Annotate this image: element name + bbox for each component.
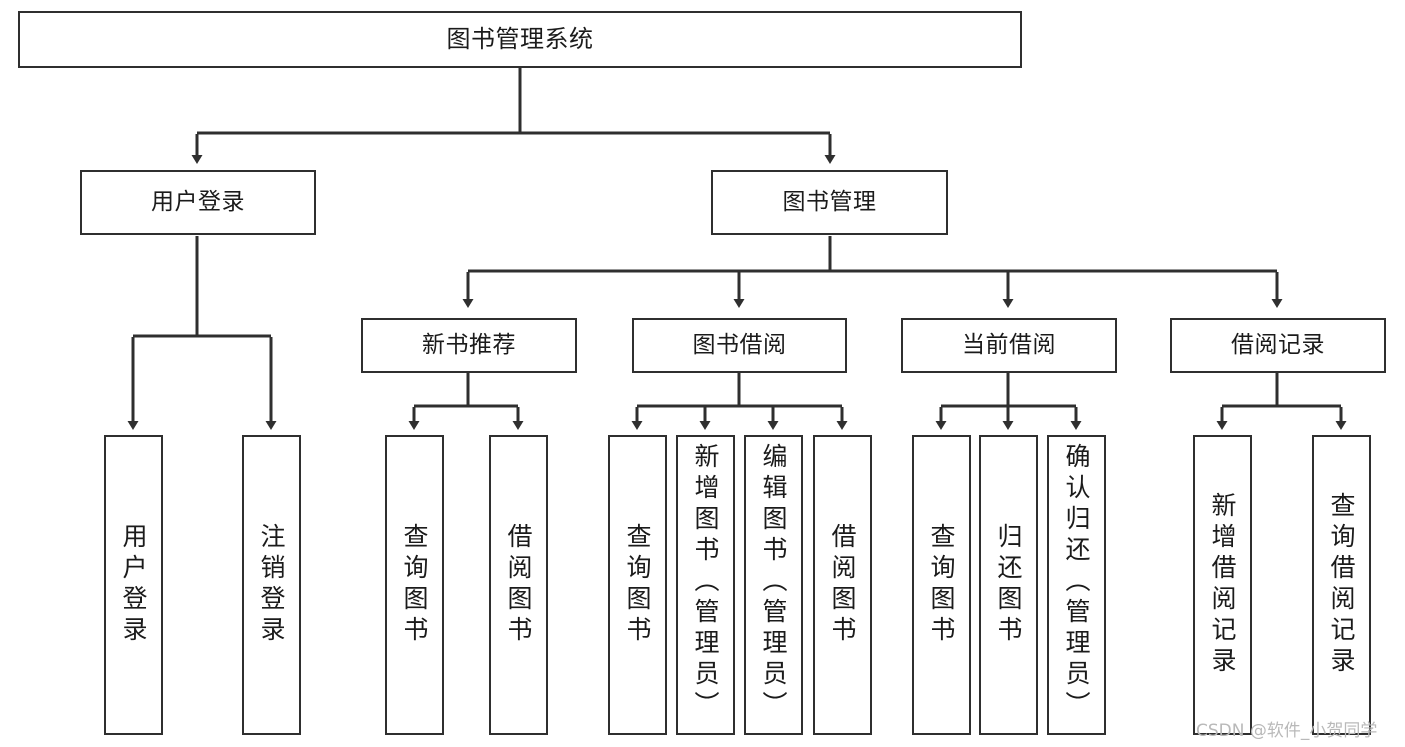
node-current-borrowing[interactable]: 当前借阅	[901, 318, 1117, 373]
node-label: 注销登录	[257, 523, 286, 647]
leaf-add-borrowing-record[interactable]: 新增借阅记录	[1193, 435, 1252, 735]
leaf-return-book[interactable]: 归还图书	[979, 435, 1038, 735]
node-label: 查询借阅记录	[1327, 492, 1356, 678]
leaf-edit-book-admin[interactable]: 编辑图书（管理员）	[744, 435, 803, 735]
node-root-book-management-system[interactable]: 图书管理系统	[18, 11, 1022, 68]
node-user-login[interactable]: 用户登录	[80, 170, 316, 235]
node-label: 新增借阅记录	[1208, 492, 1237, 678]
node-label: 图书管理	[782, 188, 877, 215]
leaf-logout-login[interactable]: 注销登录	[242, 435, 301, 735]
node-label: 查询图书	[623, 523, 652, 647]
node-label: 图书借阅	[692, 331, 787, 358]
node-label: 用户登录	[151, 188, 245, 215]
node-label: 当前借阅	[962, 331, 1056, 358]
leaf-borrow-book-borrowing[interactable]: 借阅图书	[813, 435, 872, 735]
node-label: 借阅记录	[1231, 331, 1325, 358]
leaf-query-borrowing-record[interactable]: 查询借阅记录	[1312, 435, 1371, 735]
leaf-query-book-new-book[interactable]: 查询图书	[385, 435, 444, 735]
node-label: 查询图书	[927, 523, 956, 647]
csdn-watermark: CSDN @软件_小贺同学	[1196, 721, 1378, 741]
node-borrowing-record[interactable]: 借阅记录	[1170, 318, 1386, 373]
leaf-user-login[interactable]: 用户登录	[104, 435, 163, 735]
node-book-borrowing[interactable]: 图书借阅	[632, 318, 847, 373]
node-label: 编辑图书（管理员）	[759, 443, 788, 722]
node-label: 新书推荐	[422, 331, 516, 358]
leaf-query-book-borrowing[interactable]: 查询图书	[608, 435, 667, 735]
node-label: 用户登录	[119, 523, 148, 647]
node-label: 新增图书（管理员）	[691, 443, 720, 722]
node-label: 确认归还（管理员）	[1062, 443, 1091, 722]
node-label: 借阅图书	[828, 523, 857, 647]
node-label: 归还图书	[994, 523, 1023, 647]
leaf-confirm-return-admin[interactable]: 确认归还（管理员）	[1047, 435, 1106, 735]
node-label: 查询图书	[400, 523, 429, 647]
node-new-book-recommendation[interactable]: 新书推荐	[361, 318, 577, 373]
leaf-borrow-book-new-book[interactable]: 借阅图书	[489, 435, 548, 735]
node-label: 图书管理系统	[446, 25, 594, 54]
leaf-query-book-current[interactable]: 查询图书	[912, 435, 971, 735]
leaf-add-book-admin[interactable]: 新增图书（管理员）	[676, 435, 735, 735]
node-label: 借阅图书	[504, 523, 533, 647]
node-book-management[interactable]: 图书管理	[711, 170, 948, 235]
